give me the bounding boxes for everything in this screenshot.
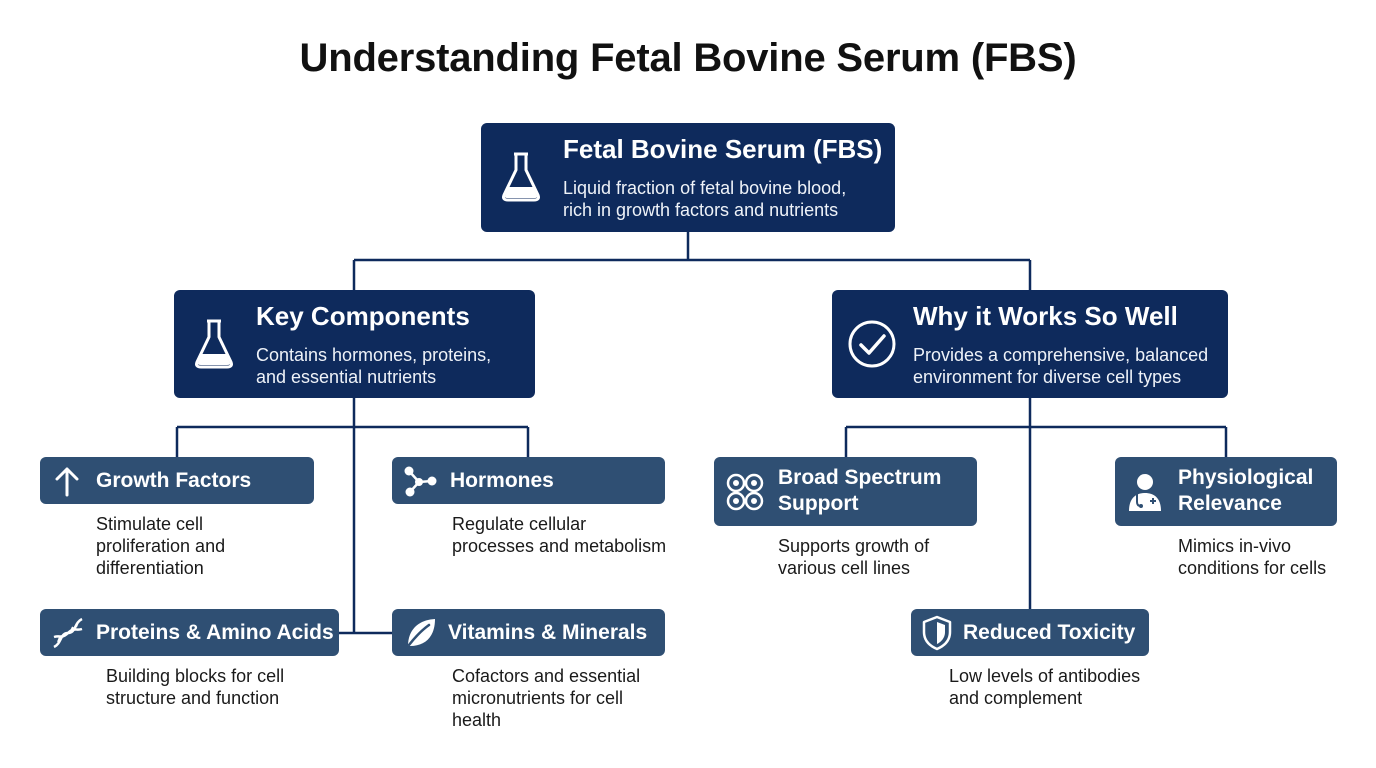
caption-line: health [452,710,502,730]
why-it-works-desc-line2: environment for diverse cell types [913,367,1182,387]
caption-line: Supports growth of [778,536,930,556]
caption-line: and complement [949,688,1083,708]
broad-spectrum-support-node: Broad Spectrum Support [714,457,977,526]
caption-line: Stimulate cell [96,514,204,534]
hormones-label: Hormones [450,469,554,492]
check-circle-icon [847,319,897,374]
hormones-node: Hormones [392,457,665,504]
caption-line: processes and metabolism [452,536,667,556]
caption-line: Regulate cellular [452,514,587,534]
physiological-label-line1: Physiological [1178,466,1314,489]
page-title: Understanding Fetal Bovine Serum (FBS) [299,36,1077,80]
doctor-icon [1126,471,1164,518]
proteins-amino-acids-label: Proteins & Amino Acids [96,621,334,644]
physiological-relevance-node: Physiological Relevance [1115,457,1337,526]
growth-factors-node: Growth Factors [40,457,314,504]
molecule-icon [402,464,438,503]
reduced-toxicity-node: Reduced Toxicity [911,609,1149,656]
leaf-icon [404,616,438,655]
flask-icon [500,151,542,208]
caption-line: Mimics in-vivo [1178,536,1292,556]
caption-line: proliferation and [96,536,226,556]
vitamins-minerals-label: Vitamins & Minerals [448,621,648,644]
caption-line: structure and function [106,688,280,708]
caption-line: differentiation [96,558,204,578]
why-it-works-node: Why it Works So Well Provides a comprehe… [832,290,1228,398]
hormones-desc: Regulate cellular processes and metaboli… [452,513,666,557]
caption-line: micronutrients for cell [452,688,624,708]
caption-line: Cofactors and essential [452,666,641,686]
key-components-title: Key Components [256,301,470,331]
reduced-toxicity-label: Reduced Toxicity [963,621,1136,644]
growth-factors-desc: Stimulate cell proliferation and differe… [96,513,225,579]
broad-spectrum-desc: Supports growth of various cell lines [778,535,929,579]
cells-icon [725,472,765,517]
reduced-toxicity-desc: Low levels of antibodies and complement [949,665,1140,709]
vitamins-minerals-node: Vitamins & Minerals [392,609,665,656]
arrow-up-icon [54,465,80,502]
vitamins-minerals-desc: Cofactors and essential micronutrients f… [452,665,640,731]
caption-line: Building blocks for cell [106,666,285,686]
why-it-works-title: Why it Works So Well [913,301,1178,331]
proteins-amino-acids-desc: Building blocks for cell structure and f… [106,665,284,709]
proteins-amino-acids-node: Proteins & Amino Acids [40,609,339,656]
why-it-works-desc-line1: Provides a comprehensive, balanced [913,345,1209,365]
root-title: Fetal Bovine Serum (FBS) [563,134,883,164]
flask-icon [193,318,235,375]
broad-spectrum-label-line2: Support [778,492,859,515]
growth-factors-label: Growth Factors [96,469,252,492]
broad-spectrum-label-line1: Broad Spectrum [778,466,942,489]
caption-line: conditions for cells [1178,558,1327,578]
key-components-node: Key Components Contains hormones, protei… [174,290,535,398]
root-desc-line1: Liquid fraction of fetal bovine blood, [563,178,847,198]
physiological-label-line2: Relevance [1178,492,1282,515]
dna-icon [50,615,86,656]
root-node-fbs: Fetal Bovine Serum (FBS) Liquid fraction… [481,123,895,232]
shield-icon [922,615,952,656]
root-desc-line2: rich in growth factors and nutrients [563,200,839,220]
key-components-desc-line1: Contains hormones, proteins, [256,345,492,365]
physiological-relevance-desc: Mimics in-vivo conditions for cells [1178,535,1326,579]
key-components-desc-line2: and essential nutrients [256,367,437,387]
caption-line: Low levels of antibodies [949,666,1141,686]
caption-line: various cell lines [778,558,911,578]
